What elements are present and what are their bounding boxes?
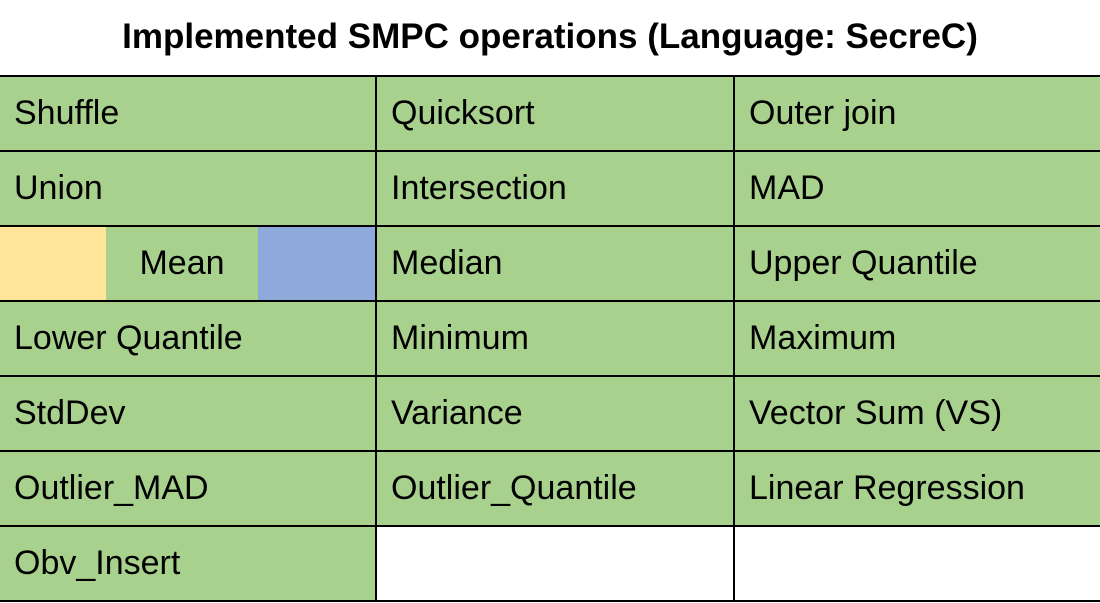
table-cell: Median (375, 225, 735, 302)
table-cell-mean: Mean (0, 225, 377, 302)
operations-table: Shuffle Quicksort Outer join Union Inter… (0, 75, 1100, 602)
table-cell: Outer join (733, 75, 1100, 152)
table-cell: Maximum (733, 300, 1100, 377)
table-cell: Minimum (375, 300, 735, 377)
table-cell: Linear Regression (733, 450, 1100, 527)
table-cell: Intersection (375, 150, 735, 227)
table-cell: Union (0, 150, 377, 227)
table-cell: Upper Quantile (733, 225, 1100, 302)
table-row: Outlier_MAD Outlier_Quantile Linear Regr… (0, 450, 1100, 527)
table-cell: Lower Quantile (0, 300, 377, 377)
table-cell: Vector Sum (VS) (733, 375, 1100, 452)
table-cell: Obv_Insert (0, 525, 377, 602)
table-cell: Variance (375, 375, 735, 452)
table-cell-empty (375, 525, 735, 602)
table-row: Mean Median Upper Quantile (0, 225, 1100, 302)
table-row: Union Intersection MAD (0, 150, 1100, 227)
table-row: Obv_Insert (0, 525, 1100, 602)
blue-swatch (258, 228, 374, 299)
table-row: Lower Quantile Minimum Maximum (0, 300, 1100, 377)
table-cell: Outlier_MAD (0, 450, 377, 527)
table-row: StdDev Variance Vector Sum (VS) (0, 375, 1100, 452)
table-row: Shuffle Quicksort Outer join (0, 75, 1100, 152)
table-cell: Quicksort (375, 75, 735, 152)
yellow-swatch (0, 228, 106, 299)
table-cell: Shuffle (0, 75, 377, 152)
table-cell-empty (733, 525, 1100, 602)
table-cell: MAD (733, 150, 1100, 227)
table-cell: Outlier_Quantile (375, 450, 735, 527)
page-title: Implemented SMPC operations (Language: S… (122, 17, 978, 56)
table-cell: StdDev (0, 375, 377, 452)
mean-cell-segments: Mean (0, 228, 374, 299)
mean-label: Mean (106, 228, 258, 299)
